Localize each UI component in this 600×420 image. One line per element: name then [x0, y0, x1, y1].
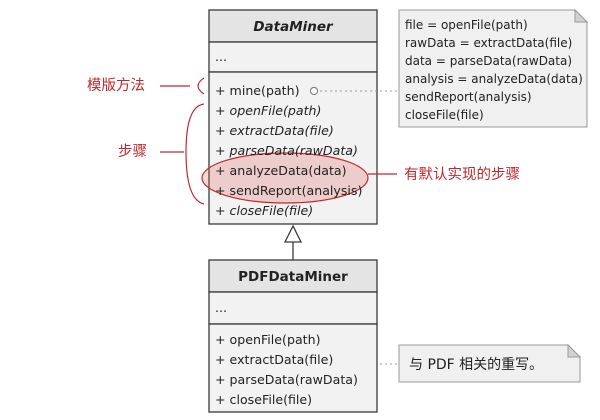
class-pdfdataminer-method: + openFile(path) — [215, 332, 321, 347]
class-pdfdataminer-methods: + openFile(path) + extractData(file) + par… — [215, 332, 358, 407]
note-anchor-circle — [309, 86, 319, 96]
class-pdfdataminer-method: + extractData(file) — [215, 352, 333, 367]
class-dataminer-method: + openFile(path) — [215, 103, 321, 118]
class-dataminer-methods: + mine(path) + openFile(path) + extractDat… — [215, 83, 362, 218]
annotation-template-method-label: 模版方法 — [87, 77, 145, 94]
annotation-steps: 步骤 — [118, 103, 205, 205]
code-note-line: sendReport(analysis) — [405, 90, 532, 104]
code-note-line: data = parseData(rawData) — [405, 54, 572, 68]
code-note-line: file = openFile(path) — [405, 18, 528, 32]
class-dataminer-fields: ... — [215, 49, 227, 64]
class-pdfdataminer-method: + parseData(rawData) — [215, 372, 358, 387]
annotation-template-method-brace — [197, 77, 205, 95]
annotation-default-steps: 有默认实现的步骤 — [368, 166, 520, 183]
default-steps-highlight — [201, 152, 369, 204]
class-dataminer: DataMiner ... + mine(path) + openFile(pat… — [201, 9, 378, 225]
class-pdfdataminer-header — [208, 259, 378, 293]
class-pdfdataminer-methods-section — [208, 323, 378, 413]
inheritance-arrow — [283, 224, 303, 260]
sub-note: 与 PDF 相关的重写。 — [398, 343, 582, 383]
class-dataminer-header — [208, 9, 378, 43]
code-note: file = openFile(path) rawData = extractDa… — [398, 8, 589, 128]
code-note-line: analysis = analyzeData(data) — [405, 72, 583, 86]
annotation-steps-label: 步骤 — [118, 143, 147, 160]
class-dataminer-name: DataMiner — [253, 19, 334, 35]
annotation-default-steps-label: 有默认实现的步骤 — [404, 166, 520, 183]
annotation-steps-brace — [185, 103, 205, 205]
class-pdfdataminer-fields-section — [208, 291, 378, 325]
code-note-line: closeFile(file) — [405, 108, 484, 122]
class-dataminer-method: + closeFile(file) — [215, 203, 313, 218]
code-note-fold — [574, 8, 589, 23]
code-note-lines: file = openFile(path) rawData = extractDa… — [405, 18, 583, 122]
class-pdfdataminer-name: PDFDataMiner — [238, 269, 348, 285]
inheritance-triangle — [283, 224, 303, 243]
sub-note-fold — [567, 343, 582, 358]
class-dataminer-method: + parseData(rawData) — [215, 143, 358, 158]
class-dataminer-method: + sendReport(analysis) — [215, 183, 362, 198]
code-note-line: rawData = extractData(file) — [405, 36, 572, 50]
class-pdfdataminer: PDFDataMiner ... + openFile(path) + extra… — [208, 259, 378, 413]
sub-note-text: 与 PDF 相关的重写。 — [409, 357, 543, 373]
class-pdfdataminer-method: + closeFile(file) — [215, 392, 312, 407]
annotation-template-method: 模版方法 — [87, 77, 205, 95]
class-dataminer-method: + analyzeData(data) — [215, 163, 347, 178]
class-pdfdataminer-fields: ... — [215, 300, 227, 315]
class-dataminer-method: + extractData(file) — [215, 123, 334, 138]
sub-note-box — [398, 344, 581, 383]
code-note-box — [398, 9, 588, 128]
class-dataminer-fields-section — [208, 41, 378, 73]
class-dataminer-method: + mine(path) — [215, 83, 300, 98]
